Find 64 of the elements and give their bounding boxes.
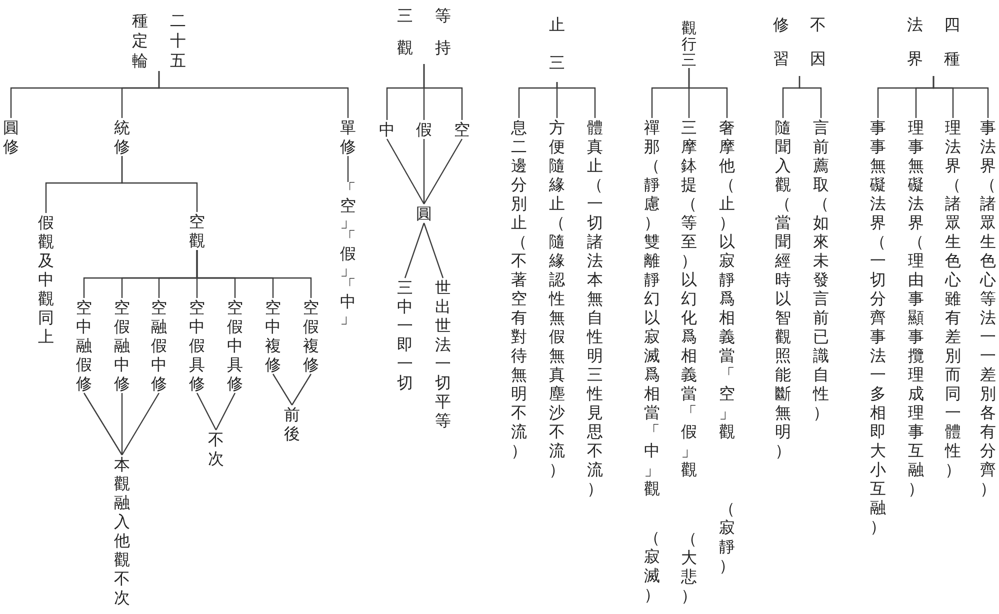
connector-line <box>404 222 425 278</box>
group-heading: 二十五種定輪 <box>130 11 188 71</box>
term-label: 空中複修 <box>263 298 283 374</box>
term-label: 圓 <box>414 204 434 223</box>
connector-line <box>272 374 293 406</box>
connector-line <box>651 68 690 118</box>
connector-line <box>215 392 236 430</box>
connector-line <box>83 392 123 456</box>
connector-line <box>386 138 425 204</box>
definition-text: 事事無礙法界（一切分齊事法一多相即大小互融） <box>868 118 888 536</box>
connector-line <box>121 393 123 455</box>
connector-line <box>10 71 160 118</box>
definition-text: 言前薦取（如來未發言前已識自性） <box>811 118 831 422</box>
connector-line <box>291 374 312 406</box>
definition-text: 隨聞入觀（當聞經時以智觀照能斷無明） <box>773 118 793 460</box>
term-label: 空假中具修 <box>225 298 245 393</box>
note-text: （寂靜） <box>718 499 736 575</box>
connector-line <box>518 82 558 118</box>
term-label: 「空」「假」「中」 <box>338 182 358 326</box>
term-label: 三中一即一切 <box>395 278 415 392</box>
definition-text: 方便隨緣止（隨緣認性無假無真塵沙不流） <box>547 118 567 479</box>
term-label: 中 <box>377 120 397 139</box>
group-heading: 四種法界 <box>905 8 962 76</box>
definition-text: 禪那（靜慮）雙離靜幻以寂滅爲相當「中」觀 <box>643 118 661 498</box>
group-heading: 等持三觀 <box>395 0 453 64</box>
definition-text: 體真止（一切諸法本無自性明三性見思不流） <box>585 118 605 498</box>
definition-text: 事法界（諸眾生色心等法一一差別各有分齊） <box>978 118 998 498</box>
connector-line <box>347 156 349 182</box>
group-heading: 不因修習 <box>771 8 828 76</box>
term-label: 空假融中修 <box>112 298 132 393</box>
definition-text: 理法界（諸眾生色心雖有差別而同一體性） <box>943 118 963 479</box>
connector-line <box>423 138 463 204</box>
term-label: 前後 <box>282 405 302 443</box>
connector-line <box>196 392 217 430</box>
group-heading: 止三 <box>547 6 567 82</box>
note-text: （寂滅） <box>643 528 661 604</box>
term-label: 假 <box>414 120 434 139</box>
term-label: 不次 <box>206 430 226 468</box>
term-label: 圓修 <box>1 118 21 156</box>
note-text: （大悲） <box>680 529 698 605</box>
term-label: 空假複修 <box>301 298 321 374</box>
term-label: 單修 <box>338 118 358 156</box>
term-label: 假觀及中觀同上 <box>36 213 56 346</box>
term-label: 空 <box>452 120 472 139</box>
term-label: 空融假中修 <box>149 298 169 393</box>
connector-line <box>877 76 934 118</box>
definition-text: 理事無礙法界（理由事顯事攬理成理事互融） <box>906 118 926 498</box>
term-label: 空中融假修 <box>74 298 94 393</box>
term-label: 本觀融入他觀不次 <box>112 455 132 607</box>
connector-line <box>423 222 444 278</box>
term-label: 空觀 <box>187 212 207 250</box>
connector-line <box>83 250 198 298</box>
connector-line <box>386 64 425 120</box>
connector-line <box>423 139 425 204</box>
connector-line <box>45 156 123 213</box>
connector-line <box>121 392 160 456</box>
connector-line <box>782 76 800 118</box>
definition-text: 息二邊分別止（不著空有對待無明不流） <box>509 118 529 460</box>
definition-text: 奢摩他（止）以寂靜爲相義當「空」觀 <box>718 118 736 441</box>
term-label: 統修 <box>112 118 132 156</box>
group-heading: 觀行三 <box>679 20 699 68</box>
term-label: 世出世法一切平等 <box>433 278 453 430</box>
definition-text: 三摩鉢提（等至）以幻化爲相義當「假」觀 <box>680 118 698 479</box>
term-label: 空中假具修 <box>187 298 207 393</box>
